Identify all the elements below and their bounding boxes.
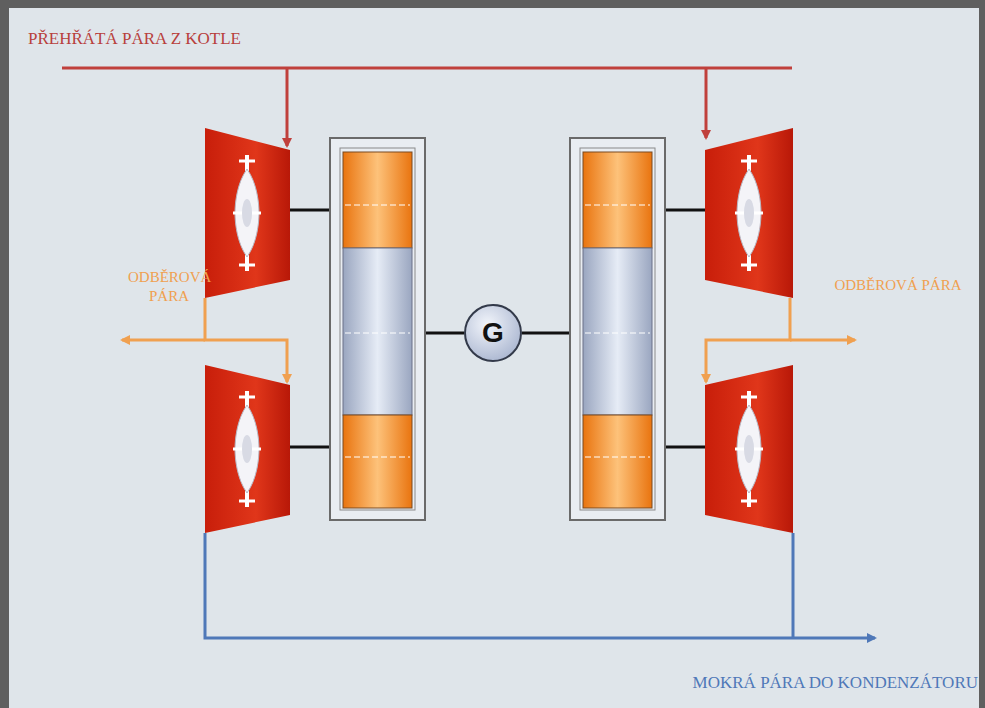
node-text: G — [463, 303, 523, 363]
steam-inlet-label: PŘEHŘÁTÁ PÁRA Z KOTLE — [28, 28, 428, 49]
condenser-label: MOKRÁ PÁRA DO KONDENZÁTORU — [538, 672, 978, 693]
turbine — [705, 128, 793, 298]
generator-letter: G — [482, 317, 504, 349]
rotor-drum — [570, 138, 665, 520]
rotor-drum — [330, 138, 425, 520]
extraction-steam-line — [122, 298, 855, 382]
background — [9, 8, 979, 708]
turbine — [205, 128, 290, 298]
turbine — [205, 365, 290, 533]
turbine — [705, 365, 793, 533]
extraction-label: ODBĚROVÁ PÁRA — [128, 268, 210, 306]
generator-circle: G — [463, 303, 523, 363]
condenser-line — [205, 533, 875, 638]
steam-supply-line — [62, 68, 792, 146]
extraction-label: ODBĚROVÁ PÁRA — [818, 276, 978, 295]
